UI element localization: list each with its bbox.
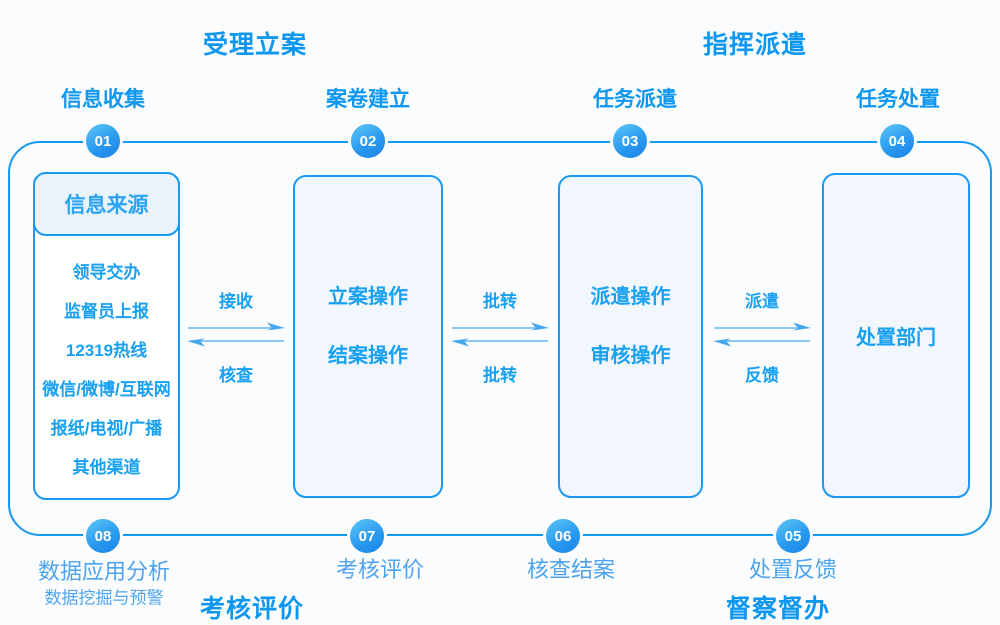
arrow-left-icon <box>451 338 548 347</box>
flow-forward-label: 接收 <box>219 292 253 311</box>
source-item-supervisor: 监督员上报 <box>64 302 149 321</box>
dispatch-line: 派遣操作 <box>590 285 671 308</box>
flow-backward-label: 核查 <box>219 366 253 385</box>
phase-title-command-dispatch: 指挥派遣 <box>702 31 808 59</box>
stage-badge-08: 08 <box>83 516 123 556</box>
flow-forward-label: 派遣 <box>745 292 779 311</box>
stage-badge-03: 03 <box>610 121 650 161</box>
info-source-list: 领导交办 监督员上报 12319热线 微信/微博/互联网 报纸/电视/广播 其他… <box>35 238 178 498</box>
bottom-label-handling-feedback: 处置反馈 <box>748 557 838 582</box>
arrow-right-icon <box>188 322 285 331</box>
flow-receive-verify: 接收 核查 <box>186 292 286 392</box>
stage-badge-01: 01 <box>83 121 123 161</box>
bottom-label-verify-close: 核查结案 <box>526 557 616 582</box>
arrow-right-icon <box>714 322 811 331</box>
arrow-left-icon <box>713 338 810 347</box>
bottom-sublabel-data-mining: 数据挖掘与预警 <box>44 588 164 608</box>
phase-title-supervision: 督察督办 <box>725 595 831 623</box>
stage-label-task-handling: 任务处置 <box>856 88 940 111</box>
info-source-box: 信息来源 领导交办 监督员上报 12319热线 微信/微博/互联网 报纸/电视/… <box>33 172 180 500</box>
stage-badge-06: 06 <box>543 516 583 556</box>
stage-label-info-collection: 信息收集 <box>61 88 145 111</box>
flow-transfer: 批转 批转 <box>450 292 550 392</box>
stage-label-task-dispatch: 任务派遣 <box>593 88 677 111</box>
dispatch-operation-box: 派遣操作 审核操作 <box>558 175 703 498</box>
phase-title-accept-case: 受理立案 <box>202 31 308 59</box>
case-open-line: 立案操作 <box>328 285 408 308</box>
info-source-header: 信息来源 <box>33 172 180 236</box>
source-item-press: 报纸/电视/广播 <box>50 419 163 438</box>
source-item-hotline: 12319热线 <box>65 341 148 360</box>
stage-badge-04: 04 <box>877 121 917 161</box>
bottom-label-data-analysis: 数据应用分析 <box>37 559 171 584</box>
handling-department-box: 处置部门 <box>822 173 970 498</box>
arrow-left-icon <box>187 338 284 347</box>
case-close-line: 结案操作 <box>328 344 408 367</box>
bottom-label-assessment: 考核评价 <box>335 557 425 582</box>
stage-badge-02: 02 <box>348 121 388 161</box>
case-operation-box: 立案操作 结案操作 <box>293 175 443 498</box>
flow-dispatch-feedback: 派遣 反馈 <box>712 292 812 392</box>
arrow-right-icon <box>452 322 549 331</box>
source-item-leader: 领导交办 <box>72 263 141 282</box>
source-item-social-media: 微信/微博/互联网 <box>42 380 171 399</box>
flow-backward-label: 反馈 <box>745 366 779 385</box>
review-line: 审核操作 <box>590 344 671 367</box>
source-item-other: 其他渠道 <box>72 458 141 477</box>
stage-badge-07: 07 <box>347 516 387 556</box>
phase-title-assessment: 考核评价 <box>199 595 305 623</box>
outer-loop-frame <box>8 141 992 536</box>
flow-forward-label: 批转 <box>483 292 517 311</box>
stage-badge-05: 05 <box>773 516 813 556</box>
stage-label-case-file: 案卷建立 <box>326 88 410 111</box>
handling-department-line: 处置部门 <box>856 327 936 349</box>
flow-backward-label: 批转 <box>483 366 517 385</box>
